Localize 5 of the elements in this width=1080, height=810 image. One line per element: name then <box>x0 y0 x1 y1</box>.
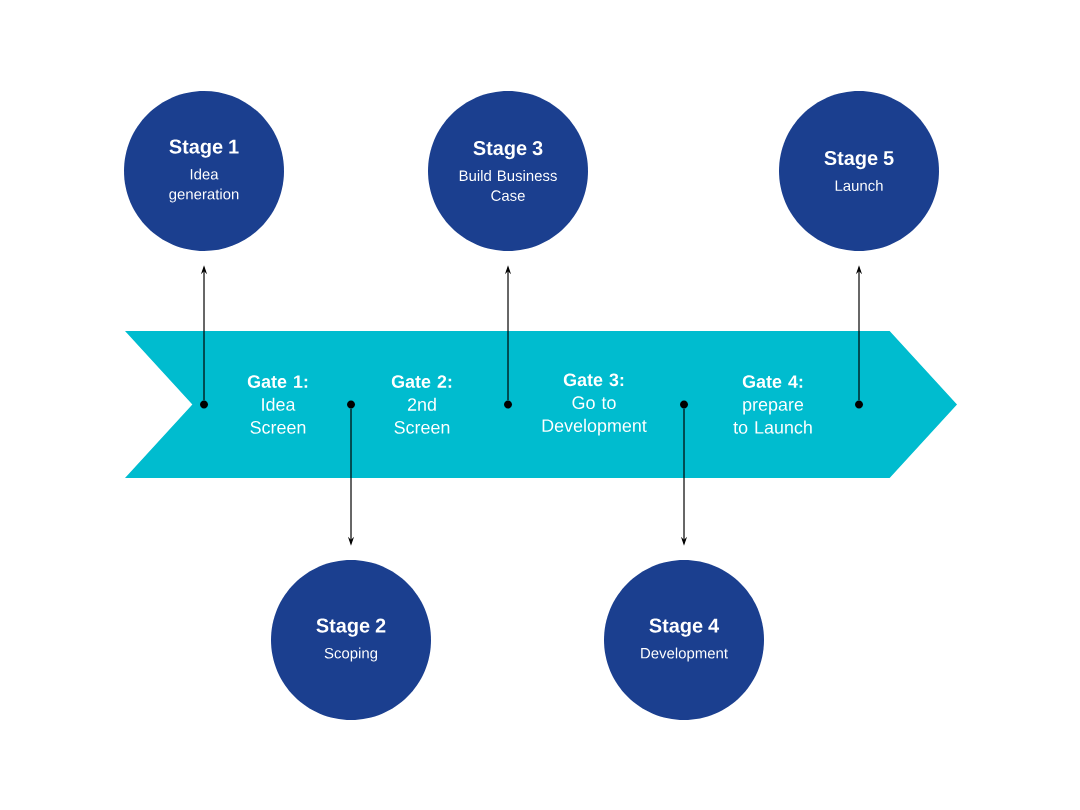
gate-label: Gate 1: Idea Screen <box>247 375 308 434</box>
gate-label: Gate 2: 2nd Screen <box>391 375 452 434</box>
gate-label: Gate 3: Go to Development <box>542 373 647 436</box>
gate-label: Gate 4: prepare to Launch <box>733 375 812 434</box>
chevron-band <box>125 331 957 478</box>
